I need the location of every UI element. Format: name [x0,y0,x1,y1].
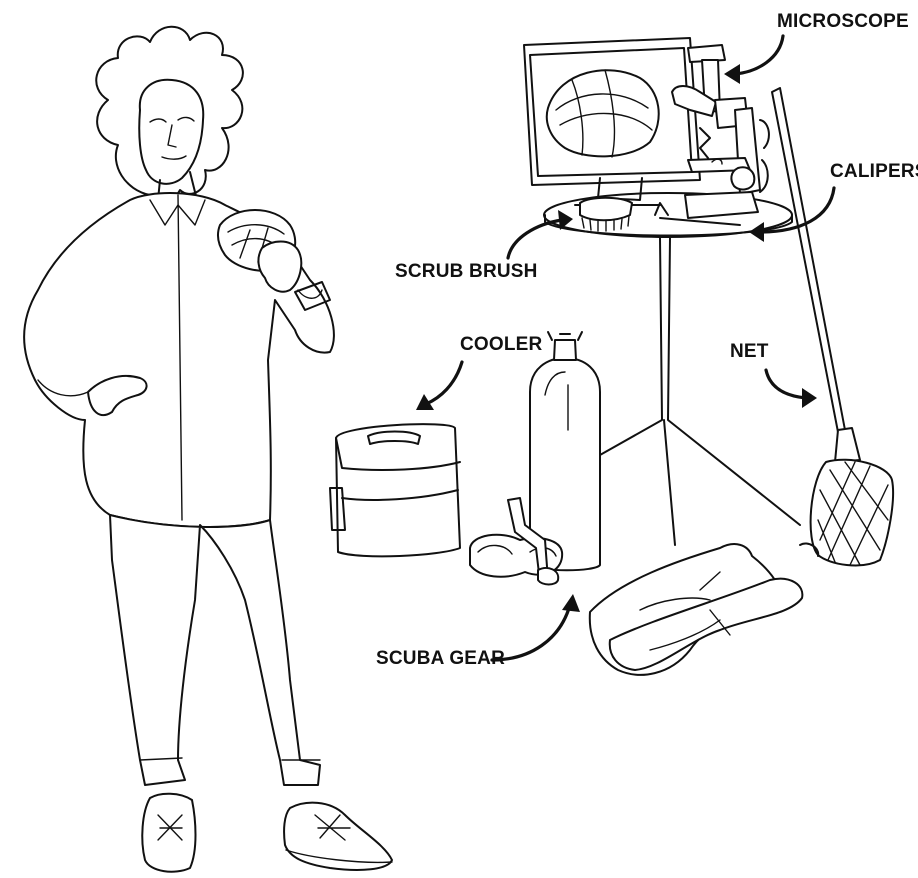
label-calipers: CALIPERS [830,161,918,182]
scrub-brush [579,196,633,232]
diving-fins [588,543,804,676]
scientist-figure [23,25,393,873]
arrow-scuba-gear [490,594,580,662]
scientist-right-shoe [283,801,393,871]
label-net: NET [730,341,769,362]
diving-mask [469,497,564,586]
arrow-microscope [724,34,785,84]
label-scuba-gear: SCUBA GEAR [376,648,505,669]
arrow-net [764,368,817,408]
table-leg [599,237,801,546]
arrow-cooler [416,360,464,410]
scientist-pants [109,514,321,786]
fishing-net [771,87,895,567]
cooler [329,423,461,558]
computer-monitor [523,37,701,206]
arrow-scrub-brush [506,210,573,260]
label-scrub-brush: SCRUB BRUSH [395,261,538,282]
scientist-left-shoe [141,792,197,873]
scuba-tank [529,331,601,572]
label-microscope: MICROSCOPE [777,11,909,32]
scientist-hair [95,25,244,203]
arrow-calipers [749,186,836,242]
label-cooler: COOLER [460,334,543,355]
calipers [654,202,741,226]
microscope [671,44,770,219]
